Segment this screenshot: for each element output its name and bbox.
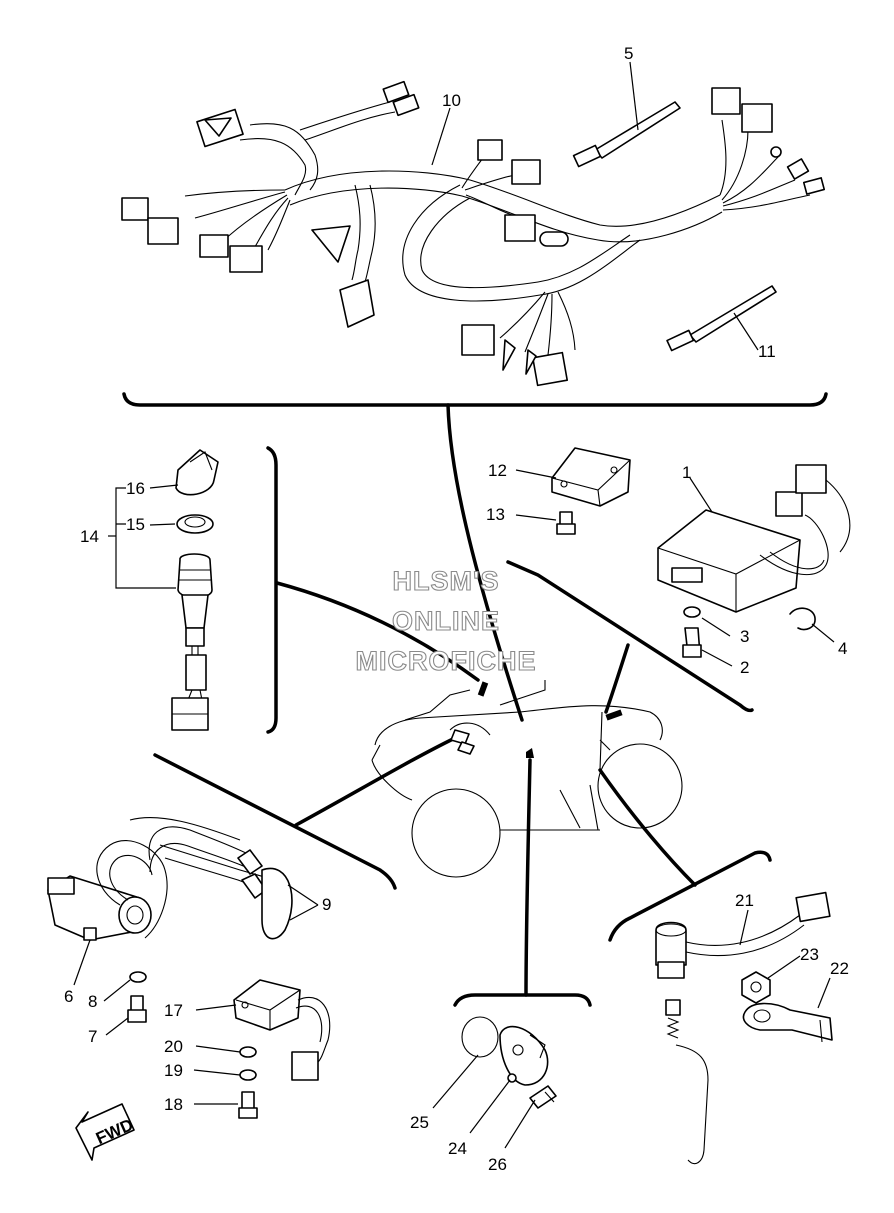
washer-8[interactable] bbox=[129, 971, 147, 983]
bolt-7[interactable] bbox=[127, 995, 147, 1023]
callout-23: 23 bbox=[800, 945, 819, 964]
callout-15: 15 bbox=[126, 515, 145, 534]
atv-outline bbox=[371, 680, 683, 878]
callout-3: 3 bbox=[740, 627, 749, 646]
watermark-line-1: HLSM'S bbox=[393, 566, 500, 596]
watermark: HLSM'S ONLINE MICROFICHE bbox=[355, 565, 537, 676]
callout-21: 21 bbox=[735, 891, 754, 910]
cable-tie-11[interactable] bbox=[666, 285, 777, 352]
washer-19[interactable] bbox=[239, 1069, 257, 1081]
bolt-13[interactable] bbox=[556, 511, 576, 535]
callout-22: 22 bbox=[830, 959, 849, 978]
callout-2: 2 bbox=[740, 658, 749, 677]
brake-switch-21[interactable] bbox=[655, 891, 831, 1165]
callout-5: 5 bbox=[624, 44, 633, 63]
o-ring-25[interactable] bbox=[461, 1016, 499, 1058]
watermark-line-2: ONLINE bbox=[392, 606, 500, 636]
callout-26: 26 bbox=[488, 1155, 507, 1174]
callout-13: 13 bbox=[486, 505, 505, 524]
callout-24: 24 bbox=[448, 1139, 467, 1158]
cdi-unit-17[interactable] bbox=[233, 979, 331, 1081]
callout-4: 4 bbox=[838, 639, 847, 658]
callout-25: 25 bbox=[410, 1113, 429, 1132]
callout-19: 19 bbox=[164, 1061, 183, 1080]
neutral-switch-24[interactable] bbox=[499, 1025, 549, 1086]
bolt-18[interactable] bbox=[238, 1091, 258, 1119]
callout-9: 9 bbox=[322, 895, 331, 914]
washer-20[interactable] bbox=[239, 1046, 257, 1058]
callout-8: 8 bbox=[88, 992, 97, 1011]
bracket-4[interactable] bbox=[789, 607, 816, 631]
callout-11: 11 bbox=[758, 342, 776, 361]
main-switch-assembly[interactable] bbox=[171, 449, 219, 731]
bracket-22[interactable] bbox=[742, 1002, 833, 1043]
washer-3[interactable] bbox=[683, 606, 701, 618]
leader-lines bbox=[73, 61, 835, 1149]
callout-14: 14 bbox=[80, 527, 99, 546]
cable-tie-5[interactable] bbox=[572, 101, 681, 168]
screw-26[interactable] bbox=[529, 1085, 557, 1109]
bolt-2[interactable] bbox=[682, 627, 702, 658]
callout-7: 7 bbox=[88, 1027, 97, 1046]
fwd-arrow-icon: FWD bbox=[75, 1103, 136, 1161]
section-dividers bbox=[122, 392, 828, 1007]
callout-1: 1 bbox=[682, 463, 691, 482]
starter-relay-12[interactable] bbox=[551, 447, 631, 507]
ignition-coil-6[interactable] bbox=[47, 817, 293, 941]
callout-12: 12 bbox=[488, 461, 507, 480]
callout-17: 17 bbox=[164, 1001, 183, 1020]
callout-numbers: 5 10 11 12 13 1 3 2 4 16 15 14 9 6 8 7 1… bbox=[64, 44, 849, 1174]
wire-harness[interactable] bbox=[121, 80, 826, 387]
callout-18: 18 bbox=[164, 1095, 183, 1114]
watermark-line-3: MICROFICHE bbox=[356, 646, 537, 676]
rectifier-regulator[interactable] bbox=[657, 464, 851, 613]
callout-20: 20 bbox=[164, 1037, 183, 1056]
callout-10: 10 bbox=[442, 91, 461, 110]
callout-6: 6 bbox=[64, 987, 73, 1006]
callout-16: 16 bbox=[126, 479, 145, 498]
nut-23[interactable] bbox=[741, 971, 771, 1004]
